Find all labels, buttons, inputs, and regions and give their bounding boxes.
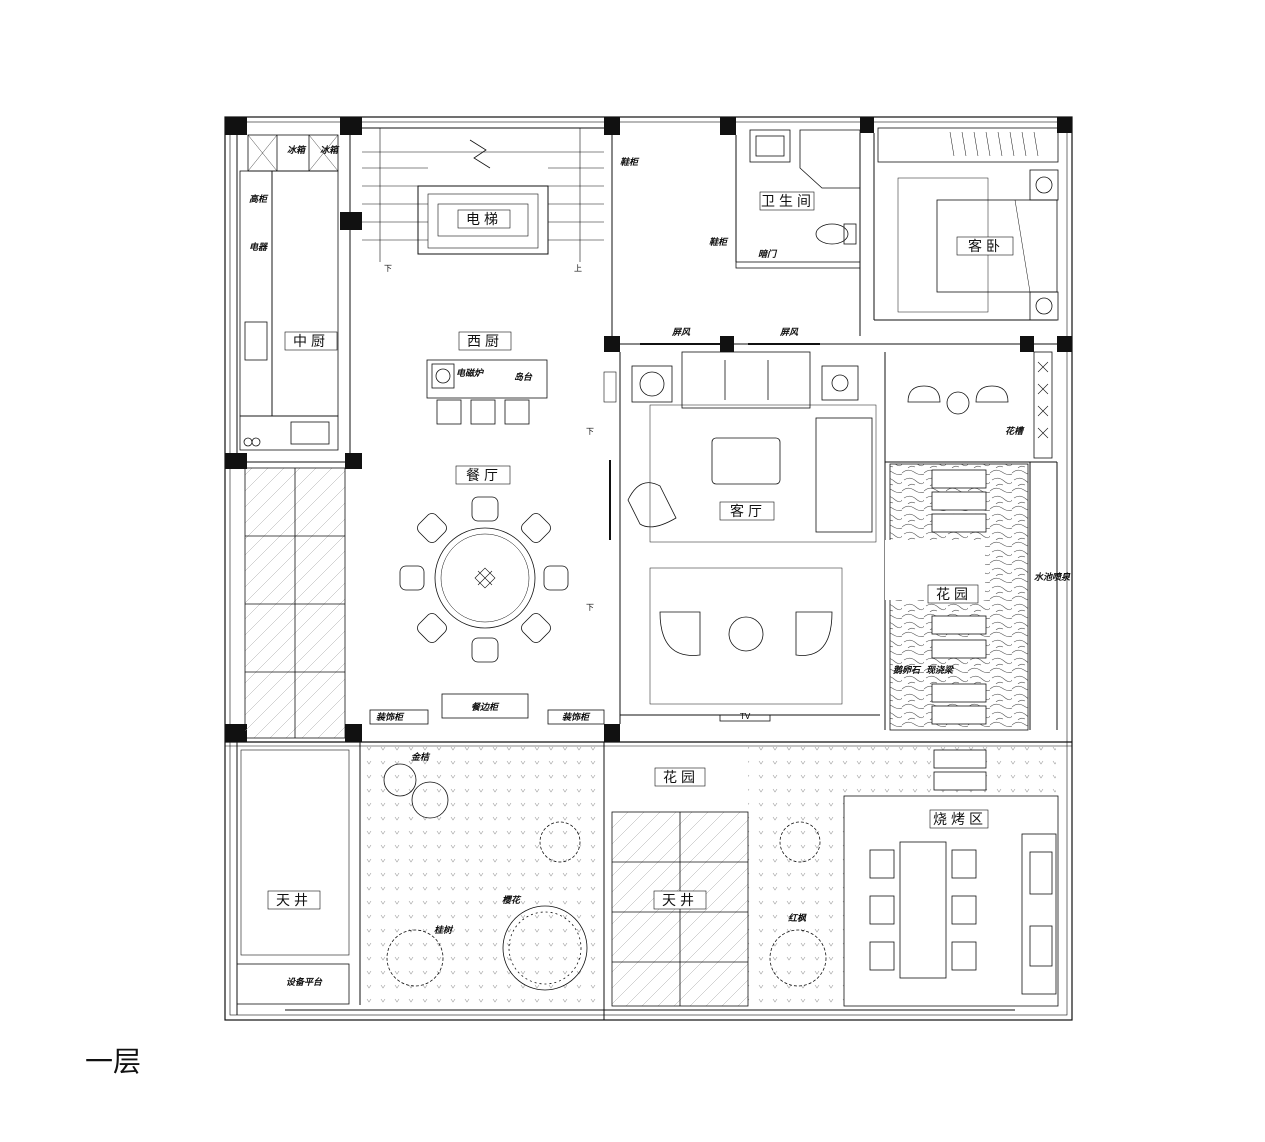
room-bathroom: 卫生间 bbox=[761, 194, 815, 210]
note-cherry: 樱花 bbox=[502, 895, 522, 906]
inner-garden bbox=[885, 351, 1053, 731]
floor-title: 一层 bbox=[85, 1045, 142, 1078]
note-sideboard: 餐边柜 bbox=[471, 702, 500, 713]
note-water-fountain: 水池喷泉 bbox=[1034, 572, 1071, 583]
note-screen-2: 屏风 bbox=[779, 327, 799, 338]
note-equipment: 设备平台 bbox=[286, 977, 323, 988]
room-garden-inner: 花园 bbox=[936, 587, 972, 603]
note-down-1: 下 bbox=[384, 264, 392, 273]
room-bbq: 烧烤区 bbox=[933, 812, 987, 828]
columns bbox=[225, 117, 1072, 742]
note-island: 岛台 bbox=[514, 372, 533, 383]
note-tall-cabinet: 高柜 bbox=[249, 194, 269, 205]
note-down-3: 下 bbox=[586, 603, 594, 612]
note-maple: 红枫 bbox=[788, 913, 807, 924]
annotations: 冰箱 冰箱 高柜 电器 鞋柜 鞋柜 暗门 屏风 屏风 电磁炉 岛台 花槽 水池喷… bbox=[249, 145, 1071, 988]
note-tv: TV bbox=[739, 712, 751, 721]
note-beam: 现浇梁 bbox=[926, 665, 954, 676]
note-screen-1: 屏风 bbox=[671, 327, 691, 338]
note-shoe-cabinet-1: 鞋柜 bbox=[620, 157, 640, 168]
room-western-kitchen: 西厨 bbox=[467, 334, 503, 350]
bathroom-fixtures bbox=[735, 129, 861, 269]
interior-walls bbox=[236, 127, 1058, 1020]
note-induction: 电磁炉 bbox=[456, 368, 485, 379]
left-glass bbox=[236, 467, 350, 1005]
note-fridge-1: 冰箱 bbox=[287, 145, 307, 156]
dining-set bbox=[369, 496, 605, 725]
kitchen-counters bbox=[239, 134, 339, 451]
room-dining: 餐厅 bbox=[466, 468, 502, 484]
note-deco-cabinet-1: 装饰柜 bbox=[376, 712, 405, 723]
room-guest-bedroom: 客卧 bbox=[968, 238, 1004, 255]
note-kumquat: 金桔 bbox=[411, 752, 431, 763]
living-furniture bbox=[603, 343, 877, 722]
room-garden-outer: 花园 bbox=[663, 770, 699, 786]
room-living: 客厅 bbox=[730, 503, 766, 520]
note-appliance: 电器 bbox=[249, 242, 268, 253]
note-shoe-cabinet-2: 鞋柜 bbox=[709, 237, 729, 248]
bbq-furniture bbox=[843, 795, 1059, 1007]
note-osmanthus: 桂树 bbox=[434, 925, 454, 936]
room-elevator: 电梯 bbox=[466, 212, 502, 228]
note-hidden-door: 暗门 bbox=[758, 249, 778, 260]
note-deco-cabinet-2: 装饰柜 bbox=[562, 712, 591, 723]
island bbox=[426, 359, 548, 425]
note-fridge-2: 冰箱 bbox=[320, 145, 340, 156]
room-light-well-left: 天井 bbox=[276, 893, 312, 909]
note-flower-trough: 花槽 bbox=[1005, 426, 1025, 437]
room-kitchen: 中厨 bbox=[293, 334, 329, 350]
note-stone: 鹅卵石 bbox=[893, 665, 922, 676]
room-light-well-center: 天井 bbox=[662, 893, 698, 909]
room-labels: 中厨 电梯 卫生间 客卧 西厨 餐厅 客厅 花园 花园 天井 天井 烧烤区 bbox=[267, 191, 1014, 910]
stairs bbox=[362, 128, 604, 262]
note-up-1: 上 bbox=[574, 264, 582, 273]
note-down-2: 下 bbox=[586, 427, 594, 436]
bedroom-furniture bbox=[877, 127, 1059, 321]
